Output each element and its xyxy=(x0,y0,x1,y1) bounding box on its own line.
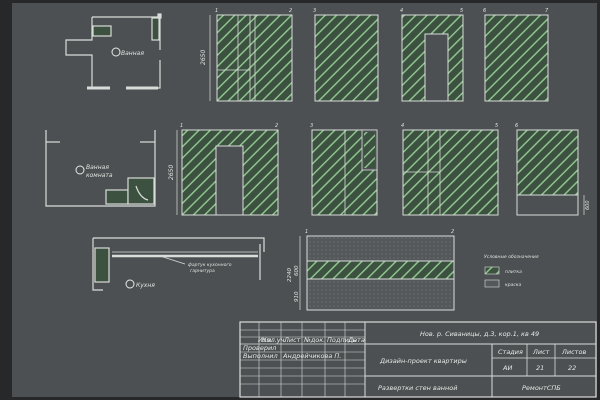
elev-num-r1-1: 1 xyxy=(215,8,218,14)
sheets-total: 22 xyxy=(568,364,576,372)
elev-num-r1-4: 4 xyxy=(400,8,403,14)
elevation-r2-4-5 xyxy=(402,129,499,216)
title-block xyxy=(239,321,597,398)
elevation-1-2 xyxy=(216,14,293,102)
stage-value: АИ xyxy=(502,364,512,372)
kitchen-plan xyxy=(92,237,265,291)
elev-num-r1-3: 3 xyxy=(313,8,316,14)
elevation-r2-6 xyxy=(516,129,579,216)
elevation-r2-1-2 xyxy=(181,129,279,216)
kitchen-marker-icon xyxy=(125,279,135,289)
elev-num-r1-2: 2 xyxy=(289,8,292,14)
role-checked: Проверил xyxy=(243,344,276,352)
sheets-header: Листов xyxy=(561,348,586,356)
organization: РемонтСПБ xyxy=(522,384,561,392)
legend-item-tile: плитка xyxy=(505,270,522,275)
kitchen-elevation xyxy=(306,235,455,311)
author-name: Андрейчикова П. xyxy=(282,352,341,360)
elev-num-r2-2: 2 xyxy=(275,123,278,129)
elev-num-r1-5: 5 xyxy=(460,8,463,14)
col-header-count: Кол.уч. xyxy=(262,336,287,344)
dim-2650-b: 2650 xyxy=(168,165,175,180)
address: Нов. р. Сиваницы, д.3, кор.1, кв 49 xyxy=(420,330,539,338)
dim-2650-a: 2650 xyxy=(200,50,207,65)
kitchen-num-2: 2 xyxy=(451,229,454,235)
kitchen-note-2: гарнитура xyxy=(190,269,215,274)
role-made: Выполнил xyxy=(243,352,278,360)
legend-item-paint: краска xyxy=(505,283,522,288)
legend-swatch-tile xyxy=(484,266,500,275)
elev-num-r2-3: 3 xyxy=(310,123,313,129)
elevation-r2-3 xyxy=(311,129,378,216)
legend-title: Условные обозначения xyxy=(484,254,539,260)
legend: Условные обозначения плитка краска xyxy=(484,254,539,288)
elev-num-r1-6: 6 xyxy=(483,8,486,14)
elev-num-r2-4: 4 xyxy=(401,123,404,129)
elevation-3 xyxy=(314,14,379,102)
elevation-4-5 xyxy=(401,14,464,102)
col-header-sheet: Лист xyxy=(283,336,301,344)
project-name: Дизайн-проект квартиры xyxy=(379,357,467,365)
toilet-label-2: комната xyxy=(86,172,113,179)
kitchen-dim-mid: 600 xyxy=(294,265,300,276)
kitchen-dim-bottom: 910 xyxy=(294,291,300,302)
kitchen-label: Кухня xyxy=(136,282,155,289)
toilet-label-1: Ванная xyxy=(86,164,109,171)
col-header-date: Дата xyxy=(347,336,365,344)
toilet-marker-icon xyxy=(75,165,85,175)
elev-num-r2-6: 6 xyxy=(515,123,518,129)
elevation-6-7 xyxy=(484,14,549,102)
stage-header: Стадия xyxy=(498,348,523,356)
elev-num-r2-1: 1 xyxy=(180,123,183,129)
toilet-plan xyxy=(45,130,156,207)
sheet-header: Лист xyxy=(532,348,550,356)
bathroom-marker-icon xyxy=(111,47,121,57)
bathroom-label: Ванная xyxy=(121,50,144,57)
col-header-doc: №док. xyxy=(303,336,325,344)
dim-600: 600 xyxy=(585,200,591,210)
bathroom-plan xyxy=(65,13,162,90)
kitchen-note-1: фартук кухонного xyxy=(188,262,232,268)
elev-num-r2-5: 5 xyxy=(495,123,498,129)
elev-num-r1-7: 7 xyxy=(545,8,549,14)
sheet-title: Развертки стен ванной xyxy=(378,384,458,392)
col-header-change: Изм. xyxy=(258,336,273,344)
col-header-signature: Подпись xyxy=(327,336,356,344)
legend-swatch-paint xyxy=(484,279,500,288)
kitchen-num-1: 1 xyxy=(305,229,308,235)
kitchen-dim-total: 2240 xyxy=(287,268,293,282)
sheet-number: 21 xyxy=(536,364,544,372)
